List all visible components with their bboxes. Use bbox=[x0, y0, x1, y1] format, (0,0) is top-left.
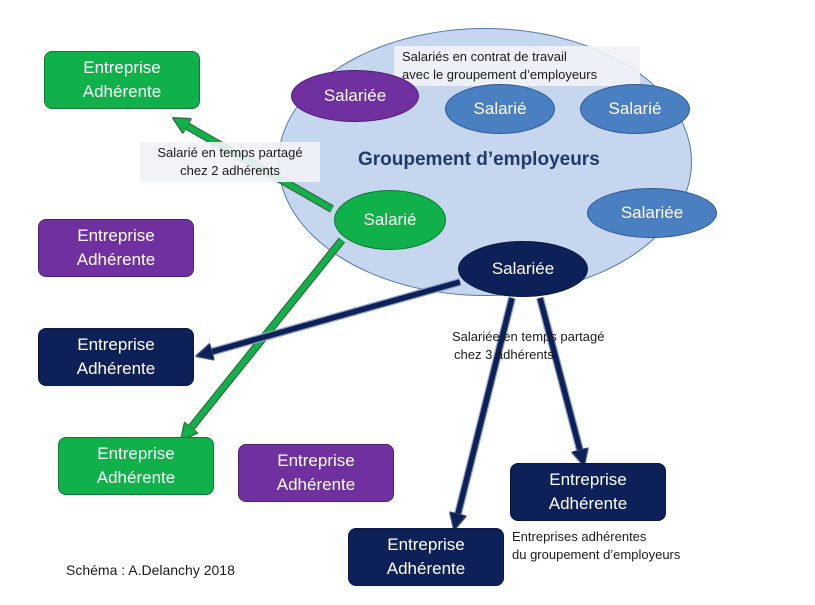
employee-blue-1-label: Salarié bbox=[473, 99, 527, 118]
employee-purple-label: Salariée bbox=[323, 86, 387, 105]
company-label-line1: Entreprise bbox=[97, 444, 175, 463]
company-label-line2: Adhérente bbox=[76, 359, 156, 378]
company-label-line2: Adhérente bbox=[548, 494, 628, 513]
employee-navy-label: Salariée bbox=[491, 259, 555, 278]
employee-green: Salarié bbox=[334, 190, 446, 250]
employee-blue-2-label: Salarié bbox=[608, 99, 662, 118]
company-label-line1: Entreprise bbox=[77, 226, 155, 245]
company-label-line1: Entreprise bbox=[77, 335, 155, 354]
employee-blue-1: Salarié bbox=[445, 84, 555, 134]
company-label-line1: Entreprise bbox=[277, 451, 355, 470]
employee-green-label: Salarié bbox=[363, 210, 417, 229]
company-label-line2: Adhérente bbox=[96, 468, 176, 487]
company-navy-right: Entreprise Adhérente bbox=[510, 463, 666, 521]
group-callout-line1: Salariés en contrat de travail bbox=[402, 49, 567, 64]
employee-navy: Salariée bbox=[458, 241, 588, 297]
company-label-line2: Adhérente bbox=[276, 475, 356, 494]
company-label-line1: Entreprise bbox=[83, 58, 161, 77]
employee-blue-3: Salariée bbox=[587, 188, 717, 238]
group-callout: Salariés en contrat de travail avec le g… bbox=[394, 46, 640, 86]
company-purple-bottom: Entreprise Adhérente bbox=[238, 444, 394, 502]
group-callout-line2: avec le groupement d’employeurs bbox=[402, 67, 598, 82]
company-label-line2: Adhérente bbox=[82, 82, 162, 101]
credit: Schéma : A.Delanchy 2018 bbox=[66, 562, 235, 578]
annotation-navy: Salariée en temps partagé chez 3 adhéren… bbox=[452, 328, 604, 364]
company-green-bottom: Entreprise Adhérente bbox=[58, 437, 214, 495]
annotation-green: Salarié en temps partagé chez 2 adhérent… bbox=[140, 142, 320, 182]
company-navy-left: Entreprise Adhérente bbox=[38, 328, 194, 386]
company-label-line2: Adhérente bbox=[386, 559, 466, 578]
company-label-line1: Entreprise bbox=[549, 470, 627, 489]
employee-blue-3-label: Salariée bbox=[620, 203, 684, 222]
annotation-members: Entreprises adhérentes du groupement d’e… bbox=[512, 528, 680, 564]
company-navy-bottom: Entreprise Adhérente bbox=[348, 528, 504, 586]
employee-blue-2: Salarié bbox=[580, 84, 690, 134]
company-green-top: Entreprise Adhérente bbox=[44, 51, 200, 109]
company-label-line2: Adhérente bbox=[76, 250, 156, 269]
company-label-line1: Entreprise bbox=[387, 535, 465, 554]
annotation-members-line1: Entreprises adhérentes bbox=[512, 529, 647, 544]
annotation-green-line2: chez 2 adhérents bbox=[180, 163, 280, 178]
annotation-green-line1: Salarié en temps partagé bbox=[157, 145, 303, 160]
group-title: Groupement d’employeurs bbox=[358, 149, 600, 170]
company-purple-left: Entreprise Adhérente bbox=[38, 219, 194, 277]
annotation-members-line2: du groupement d’employeurs bbox=[512, 547, 681, 562]
annotation-navy-line1: Salariée en temps partagé bbox=[452, 329, 605, 344]
employee-purple: Salariée bbox=[291, 70, 419, 122]
annotation-navy-line2: chez 3 adhérents bbox=[454, 347, 554, 362]
